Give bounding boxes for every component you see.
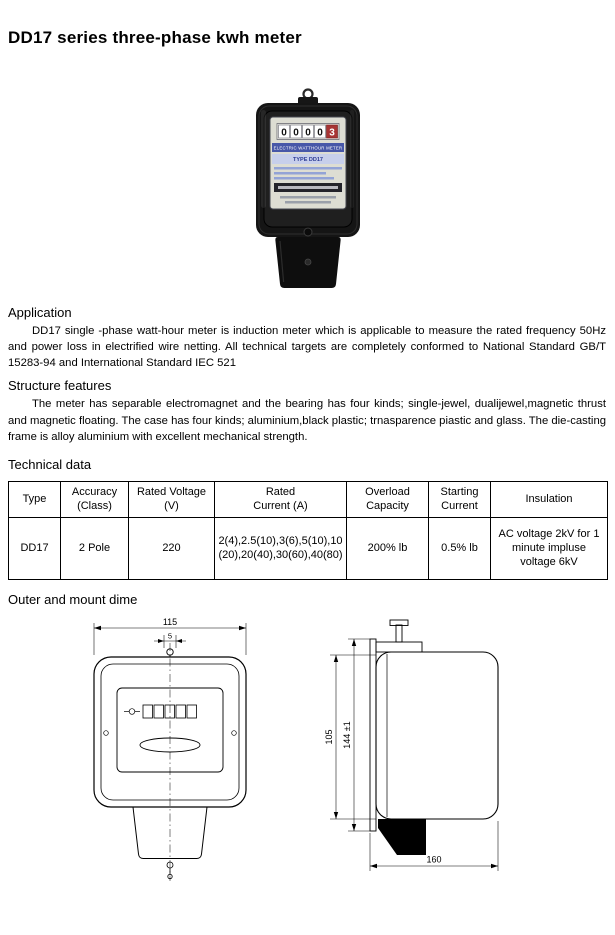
cell-overload-capacity: 200% lb [346,516,429,580]
col-header-type: Type [8,480,61,518]
meter-counter: 0 0 0 0 3 [276,123,339,140]
lower-label-decoration [279,196,336,204]
side-depth-dimension: 105 [324,729,334,744]
cell-type: DD17 [8,516,61,580]
side-view-drawing: 105 144 ±1 160 [324,619,499,871]
col-header-rated-voltage: Rated Voltage (V) [128,480,215,518]
header-line: Overload [365,486,410,499]
side-height-dimension: 144 ±1 [342,721,352,748]
col-header-starting-current: Starting Current [428,480,491,518]
technical-data-table: Type Accuracy (Class) Rated Voltage (V) … [8,480,608,580]
counter-digit: 0 [281,128,287,139]
brand-text: ELECTRIC WATTHOUR METER [273,145,342,150]
meter-photo: 0 0 0 0 3 ELECTRIC WATTHOUR METER TYPE D… [255,88,360,288]
outer-mount-heading: Outer and mount dime [8,591,138,607]
col-header-insulation: Insulation [490,480,608,518]
table-header-row: Type Accuracy (Class) Rated Voltage (V) … [8,480,608,518]
header-line: Accuracy [71,486,118,499]
cell-accuracy: 2 Pole [60,516,129,580]
col-header-overload-capacity: Overload Capacity [346,480,429,518]
body-screw-icon [303,227,312,237]
col-header-accuracy: Accuracy (Class) [60,480,129,518]
header-line: Rated Voltage [136,486,207,499]
header-line: (V) [164,500,179,513]
counter-digit: 0 [317,128,323,139]
header-line: Current (A) [253,500,308,513]
application-text: DD17 single -phase watt-hour meter is in… [8,325,606,370]
cell-starting-current: 0.5% lb [428,516,491,580]
front-view-drawing: 115 5 [93,617,247,881]
application-heading: Application [8,305,72,320]
counter-digit: 0 [305,128,311,139]
header-line: Type [22,493,47,506]
technical-data-heading: Technical data [8,456,92,472]
front-width-dimension: 115 [163,617,177,627]
header-line: Capacity [366,500,409,513]
header-line: Starting [440,486,479,499]
cover-screw-icon [304,258,311,266]
col-header-rated-current: Rated Current (A) [214,480,347,518]
cell-rated-current: 2(4),2.5(10),3(6),5(10),10 (20),20(40),3… [214,516,347,580]
counter-digit: 0 [293,128,299,139]
product-photo-area: 0 0 0 0 3 ELECTRIC WATTHOUR METER TYPE D… [0,86,615,293]
disc-window [273,183,342,192]
header-line: Insulation [525,493,573,506]
structure-features-heading: Structure features [8,378,112,394]
table-row: DD17 2 Pole 220 2(4),2.5(10),3(6),5(10),… [8,516,608,580]
type-band [271,154,344,164]
header-line: (Class) [77,500,112,513]
header-line: Current [441,500,478,513]
front-top-dimension: 5 [168,631,172,640]
cell-insulation: AC voltage 2kV for 1 minute impluse volt… [490,516,608,580]
header-line: Rated [265,486,296,499]
dimension-drawings: 115 5 [0,615,615,885]
page-title: DD17 series three-phase kwh meter [8,28,302,47]
terminal-cover [274,237,341,288]
meter-face: 0 0 0 0 3 ELECTRIC WATTHOUR METER TYPE D… [269,116,346,210]
structure-features-text: The meter has separable electromagnet an… [8,398,607,443]
cell-rated-voltage: 220 [128,516,215,580]
meter-seal-ring-icon [297,88,318,105]
type-text: TYPE DD17 [293,157,323,163]
brand-band [271,143,344,152]
spec-rows-decoration [273,167,342,180]
side-width-dimension: 160 [426,854,441,864]
counter-digit-red: 3 [329,128,335,139]
